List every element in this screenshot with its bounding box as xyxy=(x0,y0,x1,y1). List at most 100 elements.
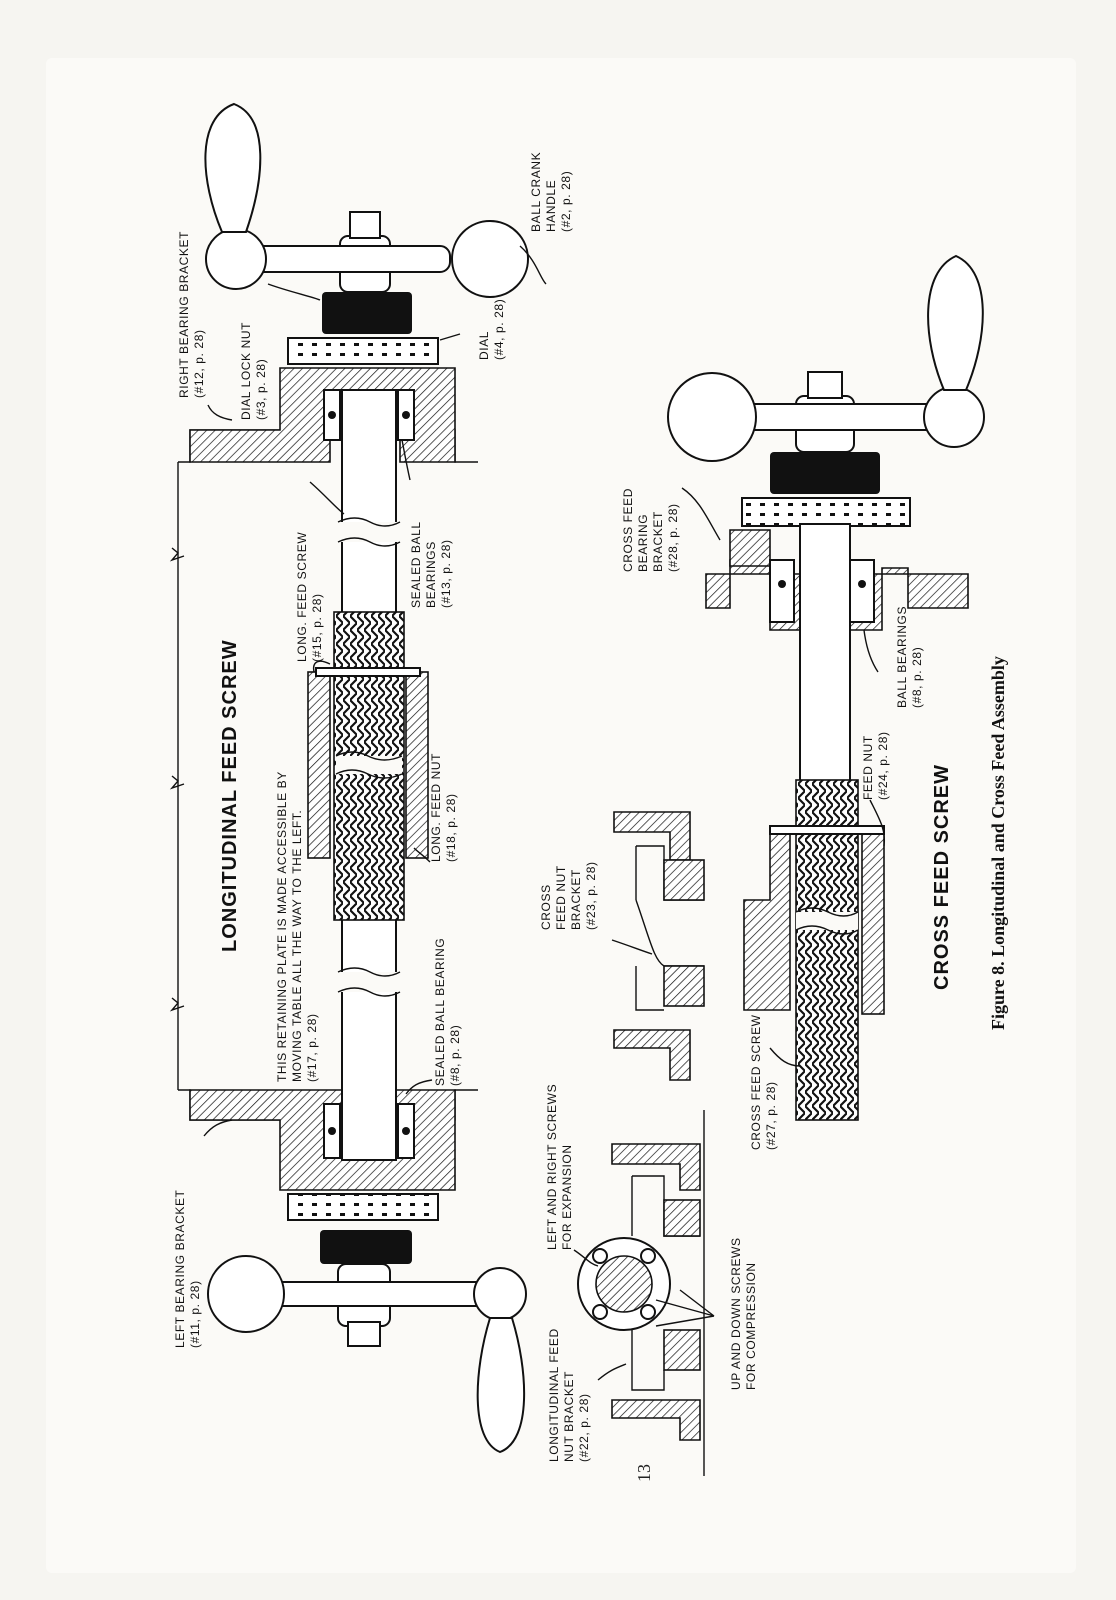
label-sealed-ball-bearings: SEALED BALL BEARINGS (#13, p. 28) xyxy=(409,518,453,608)
leader xyxy=(312,660,331,673)
label-right-bearing-bracket: RIGHT BEARING BRACKET (#12, p. 28) xyxy=(177,227,206,398)
retaining-plate xyxy=(315,667,421,677)
crank-ball xyxy=(207,1255,285,1333)
label-cross-feed-screw: CROSS FEED SCREW (#27, p. 28) xyxy=(749,1010,778,1150)
crank-ball xyxy=(667,372,757,462)
cross-feed-screw-shaft xyxy=(799,523,851,785)
crank-hex-nut xyxy=(349,211,381,239)
shaft-break xyxy=(336,522,402,542)
crank-grip xyxy=(927,254,984,391)
leader xyxy=(681,487,721,541)
label-left-bearing-bracket: LEFT BEARING BRACKET (#11, p. 28) xyxy=(173,1186,202,1348)
bearing-ball xyxy=(858,580,866,588)
bearing-ball xyxy=(402,411,410,419)
label-cross-feed-bearing-bracket: CROSS FEED BEARING BRACKET (#28, p. 28) xyxy=(621,484,680,572)
left-right-screw[interactable] xyxy=(640,1248,656,1264)
crank-arm xyxy=(249,245,451,273)
nut-plate xyxy=(769,825,885,835)
cross-assembly xyxy=(573,254,985,1476)
leader xyxy=(655,1289,715,1327)
cross-ball-crank-handle[interactable] xyxy=(667,254,985,462)
up-down-screw[interactable] xyxy=(592,1304,608,1320)
thread-break-lines xyxy=(335,751,403,779)
label-feed-nut: FEED NUT (#24, p. 28) xyxy=(861,731,890,800)
leader xyxy=(401,439,411,481)
label-dial: DIAL (#4, p. 28) xyxy=(477,299,506,360)
crank-hex-nut xyxy=(807,371,843,399)
up-down-screw[interactable] xyxy=(640,1304,656,1320)
leader xyxy=(869,799,886,847)
cross-dial-lock-nut[interactable] xyxy=(770,452,880,494)
bracket-outline xyxy=(635,966,664,1011)
label-cross-feed-nut-bracket: CROSS FEED NUT BRACKET (#23, p. 28) xyxy=(539,861,598,930)
leader xyxy=(203,1119,233,1137)
cross-ball-bearing xyxy=(769,559,795,623)
dial-left[interactable] xyxy=(287,1193,439,1221)
break-mark xyxy=(169,997,185,1012)
bearing-ball xyxy=(328,411,336,419)
label-long-feed-screw: LONG. FEED SCREW (#15, p. 28) xyxy=(295,528,324,662)
leader xyxy=(573,1249,599,1267)
thread-break-lines xyxy=(795,907,859,935)
ball-crank-handle-right[interactable] xyxy=(204,102,529,298)
bracket-hatch xyxy=(729,529,771,567)
leader xyxy=(863,629,879,673)
long-feed-nut xyxy=(405,671,429,859)
label-sealed-ball-bearing: SEALED BALL BEARING (#8, p. 28) xyxy=(433,934,462,1086)
leader xyxy=(267,283,321,301)
dial-lock-nut-left[interactable] xyxy=(320,1230,412,1264)
bracket-hatch xyxy=(663,1199,701,1237)
bearing-ball xyxy=(402,1127,410,1135)
cross-screw-thread xyxy=(795,779,859,1121)
label-up-down-screws: UP AND DOWN SCREWS FOR COMPRESSION xyxy=(729,1233,758,1390)
bracket-hatch xyxy=(663,965,705,1007)
shaft-break-lines xyxy=(337,967,401,997)
crank-ball xyxy=(923,386,985,448)
crank-grip xyxy=(204,102,262,233)
break-mark xyxy=(169,547,185,562)
crank-ball xyxy=(451,220,529,298)
break-mark xyxy=(169,775,185,790)
figure-caption: Figure 8. Longitudinal and Cross Feed As… xyxy=(988,656,1008,1030)
bearing-ball xyxy=(328,1127,336,1135)
cross-title: CROSS FEED SCREW xyxy=(931,764,953,990)
bracket-hatch xyxy=(663,1329,701,1371)
leader xyxy=(439,333,461,341)
label-ball-bearings: BALL BEARINGS (#8, p. 28) xyxy=(895,602,924,708)
long-feed-nut-bracket xyxy=(611,1143,701,1191)
leader xyxy=(611,939,653,955)
label-retaining-plate: THIS RETAINING PLATE IS MADE ACCESSIBLE … xyxy=(275,767,319,1082)
dial-lock-nut-right[interactable] xyxy=(322,292,412,334)
leader xyxy=(207,404,233,421)
crank-hex-nut xyxy=(347,1321,381,1347)
leader xyxy=(309,481,345,515)
ball-crank-handle-left[interactable] xyxy=(207,1255,527,1454)
dial-right[interactable] xyxy=(287,337,439,365)
left-right-screw[interactable] xyxy=(592,1248,608,1264)
cross-dial[interactable] xyxy=(741,497,911,527)
leader xyxy=(769,1047,801,1067)
crank-ball xyxy=(473,1267,527,1321)
leader xyxy=(405,1079,433,1095)
label-long-feed-nut-bracket: LONGITUDINAL FEED NUT BRACKET (#22, p. 2… xyxy=(547,1324,591,1462)
right-bearing-bracket xyxy=(189,367,456,463)
shaft-break-lines xyxy=(337,517,401,547)
bracket-hatch xyxy=(611,1399,701,1441)
cross-feed-nut-bracket xyxy=(613,811,691,861)
nut-end-view xyxy=(577,1237,671,1331)
bracket-hatch xyxy=(613,1029,691,1081)
bracket-hatch xyxy=(663,859,705,901)
leader xyxy=(597,1363,627,1381)
label-dial-lock-nut: DIAL LOCK NUT (#3, p. 28) xyxy=(239,318,268,420)
cross-feed-nut xyxy=(743,829,791,1011)
left-bearing-bracket xyxy=(189,1089,456,1191)
crank-grip xyxy=(476,1317,526,1454)
leader xyxy=(413,847,431,863)
longitudinal-assembly xyxy=(169,102,547,1454)
crank-arm xyxy=(249,1281,491,1307)
page-number: 13 xyxy=(634,1464,654,1482)
label-long-feed-nut: LONG. FEED NUT (#18, p. 28) xyxy=(429,749,458,862)
long-feed-nut xyxy=(307,671,331,859)
